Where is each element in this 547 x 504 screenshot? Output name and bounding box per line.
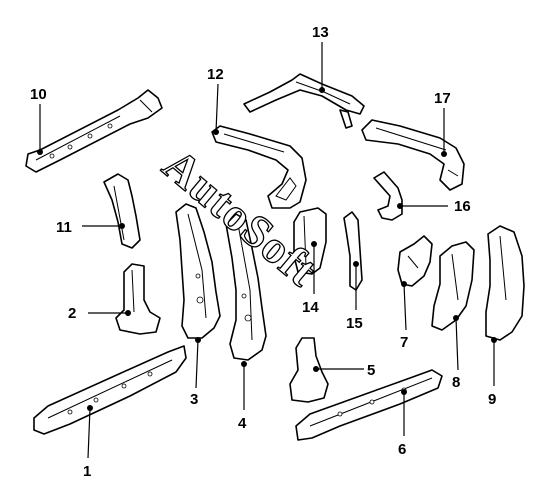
callout-12: 12 — [207, 66, 224, 83]
callout-1: 1 — [83, 463, 91, 480]
part-16-bracket — [373, 171, 403, 221]
callout-8: 8 — [452, 374, 460, 391]
callout-7: 7 — [400, 334, 408, 351]
callout-10: 10 — [30, 86, 47, 103]
part-14-panel — [293, 207, 327, 275]
part-8-c-pillar-inner — [431, 241, 475, 331]
part-15-narrow-bracket — [343, 211, 363, 291]
callout-15: 15 — [346, 315, 363, 332]
part-9-rear-pillar — [485, 225, 525, 341]
callout-17: 17 — [434, 90, 451, 107]
part-5-lower-pillar-bracket — [289, 337, 329, 403]
part-2-lower-pillar-reinforcement — [115, 263, 161, 335]
callout-16: 16 — [454, 198, 471, 215]
part-1-front-lower-rail — [33, 345, 187, 435]
part-13-roof-side-rail — [243, 73, 365, 129]
callout-6: 6 — [398, 441, 406, 458]
callout-14: 14 — [302, 299, 319, 316]
callout-2: 2 — [68, 305, 76, 322]
part-12-b-pillar-upper — [211, 125, 307, 209]
part-3-front-hinge-pillar — [175, 203, 221, 339]
part-17-rear-upper-rail — [361, 119, 465, 191]
part-7-pillar-bracket — [397, 235, 433, 287]
callout-3: 3 — [190, 391, 198, 408]
callout-4: 4 — [238, 415, 247, 432]
part-6-rocker-panel — [295, 369, 443, 441]
leader-lines — [37, 42, 497, 459]
part-4-b-pillar — [225, 213, 267, 361]
callout-11: 11 — [56, 219, 72, 236]
callout-9: 9 — [488, 391, 496, 408]
callout-5: 5 — [367, 362, 375, 379]
callout-13: 13 — [312, 24, 329, 41]
part-11-pillar-reinforcement — [103, 173, 141, 249]
part-10-front-upper-rail — [25, 89, 163, 173]
callout-numbers: 1 2 3 4 5 6 7 8 9 10 11 12 13 14 15 16 1… — [30, 24, 496, 480]
